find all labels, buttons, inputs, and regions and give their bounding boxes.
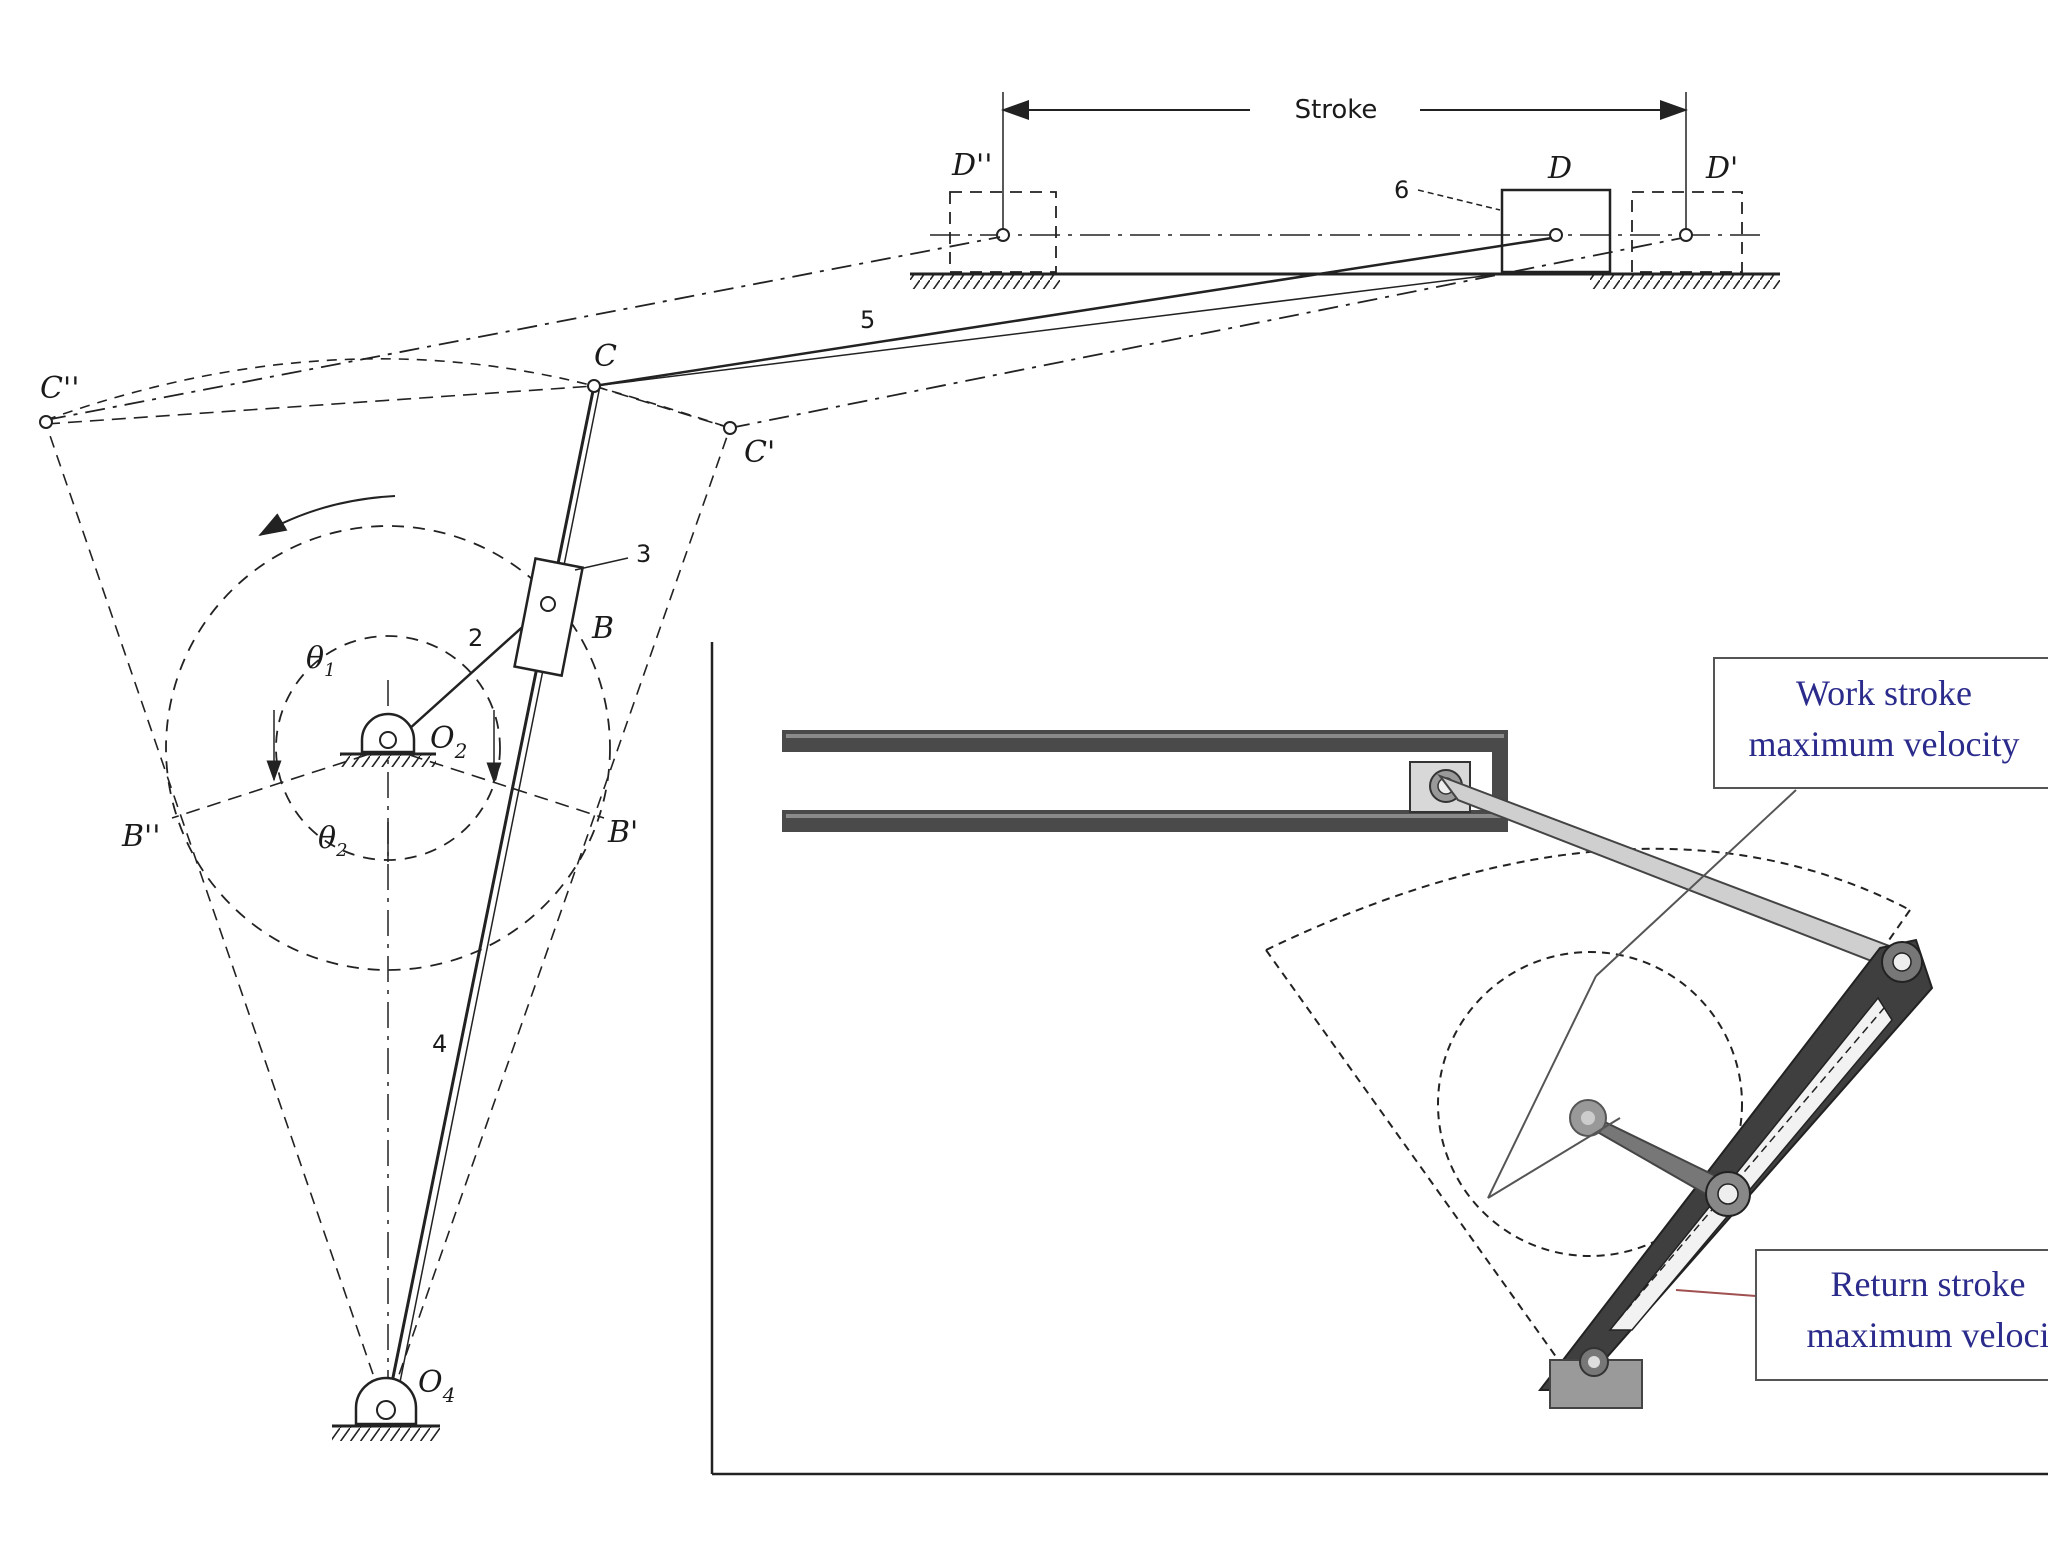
block-3 (513, 557, 585, 678)
link-5-shadow (593, 273, 1501, 387)
slider-ground (910, 234, 1780, 289)
ground-O4 (332, 1376, 440, 1441)
label-theta1: θ1 (306, 641, 336, 681)
label-C: C (594, 339, 617, 374)
rotation-arrow (258, 495, 396, 537)
label-O4: O4 (418, 1365, 455, 1407)
label-link-5: 5 (860, 306, 875, 334)
label-link-3: 3 (636, 540, 651, 568)
work-callout-line2: maximum velocity (1749, 724, 2020, 764)
link-5-left-extreme (45, 236, 1001, 421)
label-B: B (591, 611, 614, 646)
pin-C (587, 379, 601, 393)
pin-D-dbl (996, 228, 1010, 242)
rocker-left-extreme (45, 423, 387, 1413)
crank-circle (1437, 951, 1743, 1257)
link-4 (384, 385, 596, 1413)
arc-C (45, 358, 731, 429)
crank-path-outer (165, 525, 611, 971)
slider-ghost-left (949, 191, 1057, 273)
pin-C-prime (723, 421, 737, 435)
stroke-label: Stroke (1295, 95, 1378, 125)
return-callout-line1: Return stroke (1831, 1264, 2026, 1304)
label-theta2: θ2 (318, 821, 348, 861)
work-leader-2 (1487, 975, 1597, 1199)
work-leader-1 (1595, 789, 1797, 977)
ground-O2 (340, 712, 436, 767)
slider-6 (1500, 188, 1612, 274)
stroke-dimension: Stroke (1001, 92, 1688, 232)
link-5 (593, 236, 1553, 388)
schematic: Stroke (39, 92, 1780, 1441)
label-D: D (1547, 151, 1572, 186)
label-link-4: 4 (432, 1030, 447, 1058)
link-5-right-extreme (729, 237, 1683, 429)
pin-D-prime (1679, 228, 1693, 242)
label-D-prime: D' (1705, 151, 1738, 186)
work-stroke-callout: Work stroke maximum velocity (1713, 657, 2048, 789)
return-stroke-callout: Return stroke maximum veloci (1755, 1249, 2048, 1381)
work-callout-line1: Work stroke (1796, 673, 1972, 713)
connecting-link (1437, 773, 1912, 978)
label-B-dbl: B'' (121, 819, 161, 854)
return-callout-line2: maximum veloci (1807, 1315, 2048, 1355)
label-C-dbl: C'' (40, 371, 79, 406)
label-C-prime: C' (744, 435, 775, 470)
label-D-dbl: D'' (951, 148, 993, 183)
label-B-prime: B' (607, 815, 638, 850)
pin-C-dbl (39, 415, 53, 429)
ram-guide (782, 730, 1508, 832)
pin-D (1549, 228, 1563, 242)
slider-ghost-right (1631, 191, 1743, 273)
rocker-right-extreme (385, 427, 731, 1413)
return-leader (1675, 1289, 1757, 1297)
label-link-2: 2 (468, 624, 483, 652)
pin-B (540, 596, 556, 612)
inset-render: Work stroke maximum velocity Return stro… (710, 642, 2048, 1476)
label-O2: O2 (430, 721, 467, 763)
schematic-labels: D'' D D' C'' C C' B B'' B' O2 O4 θ1 θ2 2… (40, 148, 1738, 1407)
label-link-6: 6 (1394, 176, 1409, 204)
